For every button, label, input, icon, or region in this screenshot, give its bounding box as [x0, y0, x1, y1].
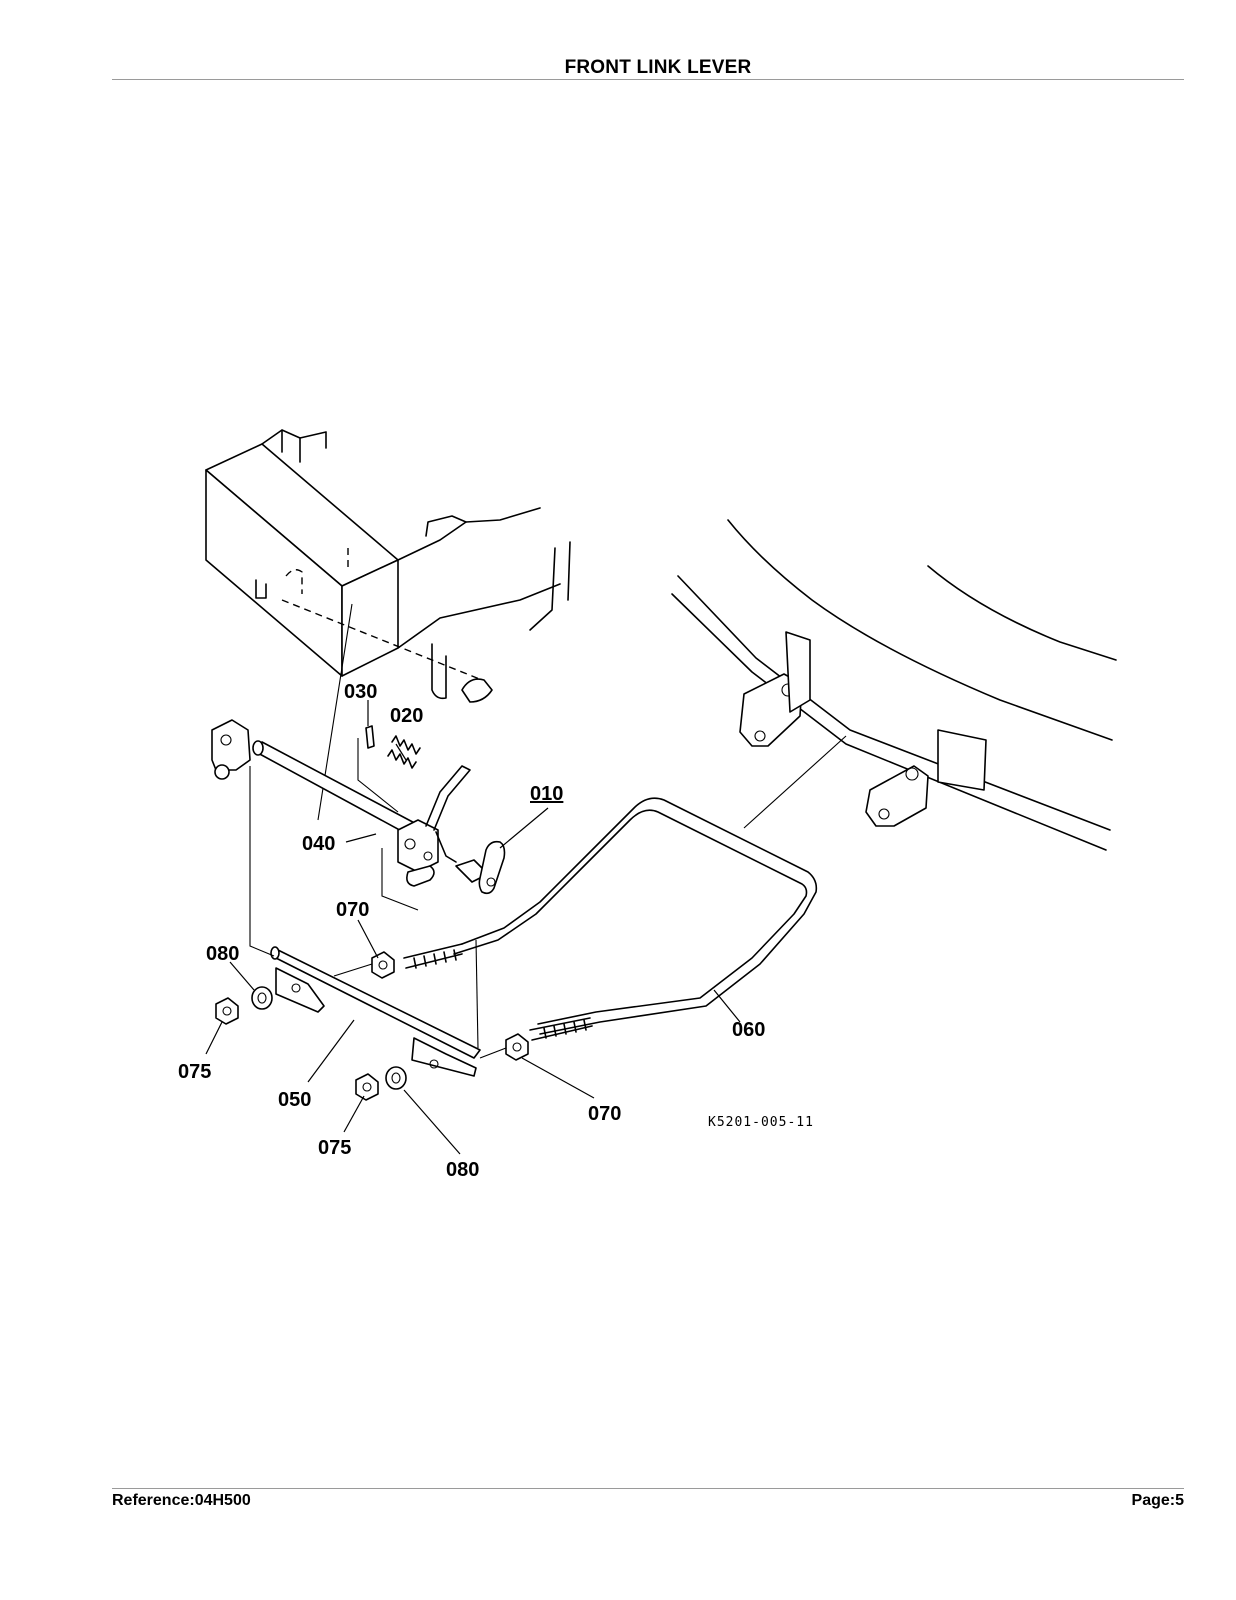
spring-020 — [357, 735, 421, 813]
nut-070-lower — [505, 1033, 529, 1061]
callout-070-upper: 070 — [336, 899, 369, 921]
leader-lines — [205, 700, 741, 1155]
bar-050 — [249, 766, 481, 1077]
drawing-code: K5201-005-11 — [708, 1115, 814, 1130]
page-title: FRONT LINK LEVER — [564, 57, 752, 78]
callout-010: 010 — [530, 783, 563, 805]
frame-right — [671, 519, 1117, 851]
callout-060: 060 — [732, 1019, 765, 1041]
header-rule — [112, 79, 1184, 80]
callout-080-lower: 080 — [446, 1159, 479, 1181]
frame-cross-member — [205, 429, 571, 821]
dotted-assembly-lines — [333, 963, 507, 1059]
pin-030 — [365, 725, 375, 749]
nut-075-lower — [355, 1073, 379, 1101]
washer-080-lower — [385, 1066, 407, 1090]
callout-075-lower: 075 — [318, 1137, 351, 1159]
nut-070-upper — [371, 951, 395, 979]
callout-030: 030 — [344, 681, 377, 703]
callout-075-left: 075 — [178, 1061, 211, 1083]
link-plate-010 — [478, 840, 506, 895]
lever-shaft-040 — [211, 719, 489, 911]
nut-075-left — [215, 997, 239, 1025]
callout-070-lower: 070 — [588, 1103, 621, 1125]
callout-040: 040 — [302, 833, 335, 855]
footer-rule — [112, 1488, 1184, 1489]
rod-060 — [403, 797, 818, 1041]
callout-080-left: 080 — [206, 943, 239, 965]
washer-080-left — [251, 986, 273, 1010]
callout-050: 050 — [278, 1089, 311, 1111]
footer-reference: Reference:04H500 — [112, 1492, 251, 1509]
callout-020: 020 — [390, 705, 423, 727]
footer-page-number: Page:5 — [1131, 1492, 1184, 1509]
